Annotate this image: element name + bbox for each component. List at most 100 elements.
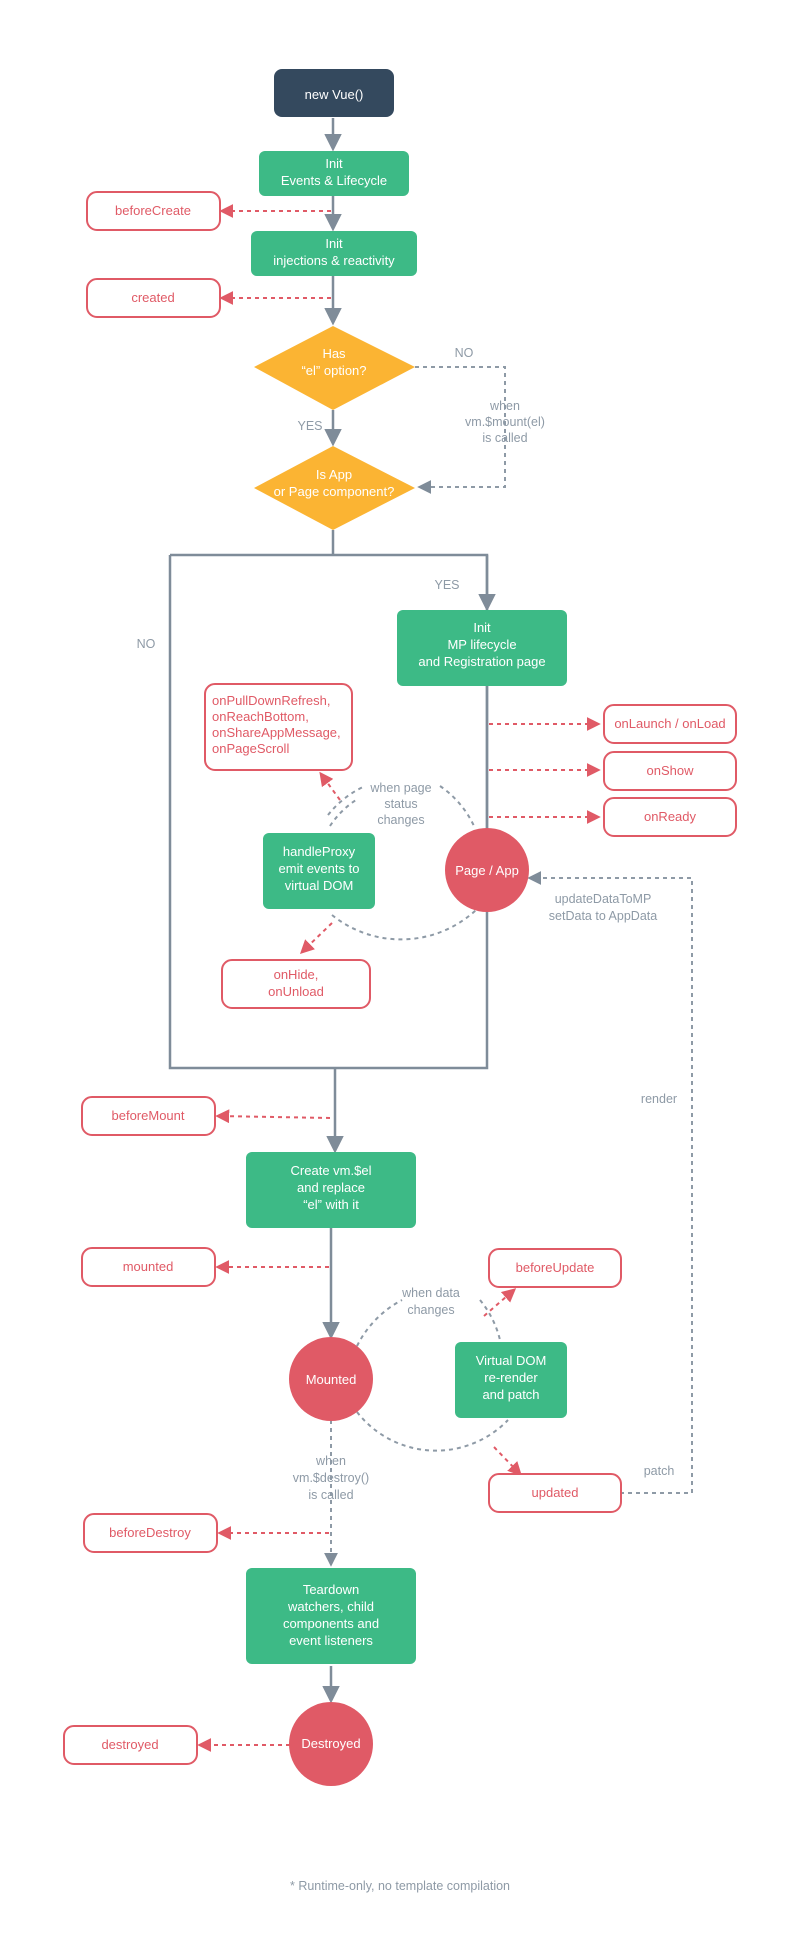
hook-mounted-label: mounted — [123, 1259, 174, 1274]
hook-before-mount: beforeMount — [81, 1096, 216, 1136]
hook-page-events-line4: onPageScroll — [212, 741, 289, 756]
label-render: render — [641, 1092, 677, 1106]
hook-mounted: mounted — [81, 1247, 216, 1287]
label-when-destroy-2: vm.$destroy() — [293, 1471, 369, 1485]
init-events-line2: Events & Lifecycle — [281, 173, 387, 188]
init-injections-node: Init injections & reactivity — [251, 231, 417, 276]
hook-connectors — [197, 204, 601, 1752]
page-app-node: Page / App — [445, 828, 529, 912]
label-update-data-2: setData to AppData — [549, 909, 657, 923]
init-events-line1: Init — [325, 156, 343, 171]
decision-has-el-line2: “el” option? — [301, 363, 366, 378]
init-mp-line1: Init — [473, 620, 491, 635]
hook-on-launch: onLaunch / onLoad — [603, 704, 737, 744]
label-when-destroy-3: is called — [308, 1488, 353, 1502]
hook-on-show: onShow — [603, 751, 737, 791]
main-flow-connectors — [168, 118, 496, 1704]
label-page-status-2: status — [384, 797, 417, 811]
hook-updated: updated — [488, 1473, 622, 1513]
hook-updated-label: updated — [532, 1485, 579, 1500]
label-when-mount-3: is called — [482, 431, 527, 445]
init-mp-line2: MP lifecycle — [447, 637, 516, 652]
hook-before-create-label: beforeCreate — [115, 203, 191, 218]
hook-created-label: created — [131, 290, 174, 305]
decision-has-el: Has “el” option? — [254, 326, 415, 410]
hook-before-mount-label: beforeMount — [112, 1108, 185, 1123]
data-change-loop — [356, 1299, 403, 1347]
label-when-destroy-1: when — [315, 1454, 346, 1468]
virtual-dom-line1: Virtual DOM — [476, 1353, 547, 1368]
hook-before-update: beforeUpdate — [488, 1248, 622, 1288]
hook-on-hide: onHide, onUnload — [221, 959, 371, 1009]
virtual-dom-line3: and patch — [482, 1387, 539, 1402]
create-el-node: Create vm.$el and replace “el” with it — [246, 1152, 416, 1228]
footnote: * Runtime-only, no template compilation — [290, 1879, 510, 1893]
page-status-loop-right — [439, 785, 475, 827]
label-no-2: NO — [137, 637, 156, 651]
hook-on-ready-label: onReady — [644, 809, 697, 824]
component-frame — [168, 553, 489, 1070]
mounted-circle-label: Mounted — [306, 1372, 357, 1387]
hook-before-create: beforeCreate — [86, 191, 221, 231]
hook-destroyed: destroyed — [63, 1725, 198, 1765]
decision-is-app: Is App or Page component? — [254, 446, 415, 530]
teardown-line2: watchers, child — [287, 1599, 374, 1614]
page-status-loop-left — [327, 785, 366, 816]
hook-on-show-label: onShow — [647, 763, 695, 778]
create-el-line1: Create vm.$el — [291, 1163, 372, 1178]
label-patch: patch — [644, 1464, 675, 1478]
hook-page-events-line2: onReachBottom, — [212, 709, 309, 724]
hook-page-events: onPullDownRefresh, onReachBottom, onShar… — [204, 683, 353, 771]
init-mp-line3: and Registration page — [418, 654, 545, 669]
label-update-data-1: updateDataToMP — [555, 892, 652, 906]
create-el-line3: “el” with it — [303, 1197, 359, 1212]
teardown-line3: components and — [283, 1616, 379, 1631]
handle-proxy-node: handleProxy emit events to virtual DOM — [263, 833, 375, 909]
label-when-data-2: changes — [407, 1303, 454, 1317]
label-yes-1: YES — [297, 419, 322, 433]
teardown-line4: event listeners — [289, 1633, 373, 1648]
init-events-node: Init Events & Lifecycle — [259, 151, 409, 196]
init-injections-line1: Init — [325, 236, 343, 251]
hook-destroyed-label: destroyed — [101, 1737, 158, 1752]
handle-proxy-line2: emit events to — [279, 861, 360, 876]
hook-before-destroy: beforeDestroy — [83, 1513, 218, 1553]
label-when-data-1: when data — [401, 1286, 460, 1300]
decision-is-app-line1: Is App — [316, 467, 352, 482]
hook-page-events-line3: onShareAppMessage, — [212, 725, 341, 740]
label-yes-2: YES — [434, 578, 459, 592]
hook-on-ready: onReady — [603, 797, 737, 837]
init-injections-line2: injections & reactivity — [273, 253, 395, 268]
virtual-dom-node: Virtual DOM re-render and patch — [455, 1342, 567, 1418]
hook-before-update-label: beforeUpdate — [516, 1260, 595, 1275]
connector-updated — [493, 1446, 522, 1477]
teardown-node: Teardown watchers, child components and … — [246, 1568, 416, 1664]
hook-on-launch-label: onLaunch / onLoad — [614, 716, 725, 731]
hook-before-destroy-label: beforeDestroy — [109, 1525, 191, 1540]
label-when-mount-1: when — [489, 399, 520, 413]
init-mp-node: Init MP lifecycle and Registration page — [397, 610, 567, 686]
label-page-status-3: changes — [377, 813, 424, 827]
data-change-loop-right — [479, 1299, 501, 1341]
teardown-line1: Teardown — [303, 1582, 359, 1597]
handle-proxy-line3: virtual DOM — [285, 878, 354, 893]
hook-page-events-line1: onPullDownRefresh, — [212, 693, 331, 708]
virtual-dom-line2: re-render — [484, 1370, 538, 1385]
label-page-status-1: when page — [369, 781, 431, 795]
new-vue-label: new Vue() — [305, 87, 364, 102]
connector-on-hide — [299, 922, 333, 954]
connector-page-events — [319, 771, 341, 801]
decision-is-app-line2: or Page component? — [274, 484, 395, 499]
hook-on-hide-line1: onHide, — [274, 967, 319, 982]
hook-created: created — [86, 278, 221, 318]
new-vue-node: new Vue() — [274, 69, 394, 117]
connector-before-update — [483, 1288, 517, 1317]
create-el-line2: and replace — [297, 1180, 365, 1195]
label-when-mount-2: vm.$mount(el) — [465, 415, 545, 429]
page-app-label: Page / App — [455, 863, 519, 878]
label-no-1: NO — [455, 346, 474, 360]
handle-proxy-line1: handleProxy — [283, 844, 356, 859]
destroyed-circle-label: Destroyed — [301, 1736, 360, 1751]
hook-on-hide-line2: onUnload — [268, 984, 324, 999]
